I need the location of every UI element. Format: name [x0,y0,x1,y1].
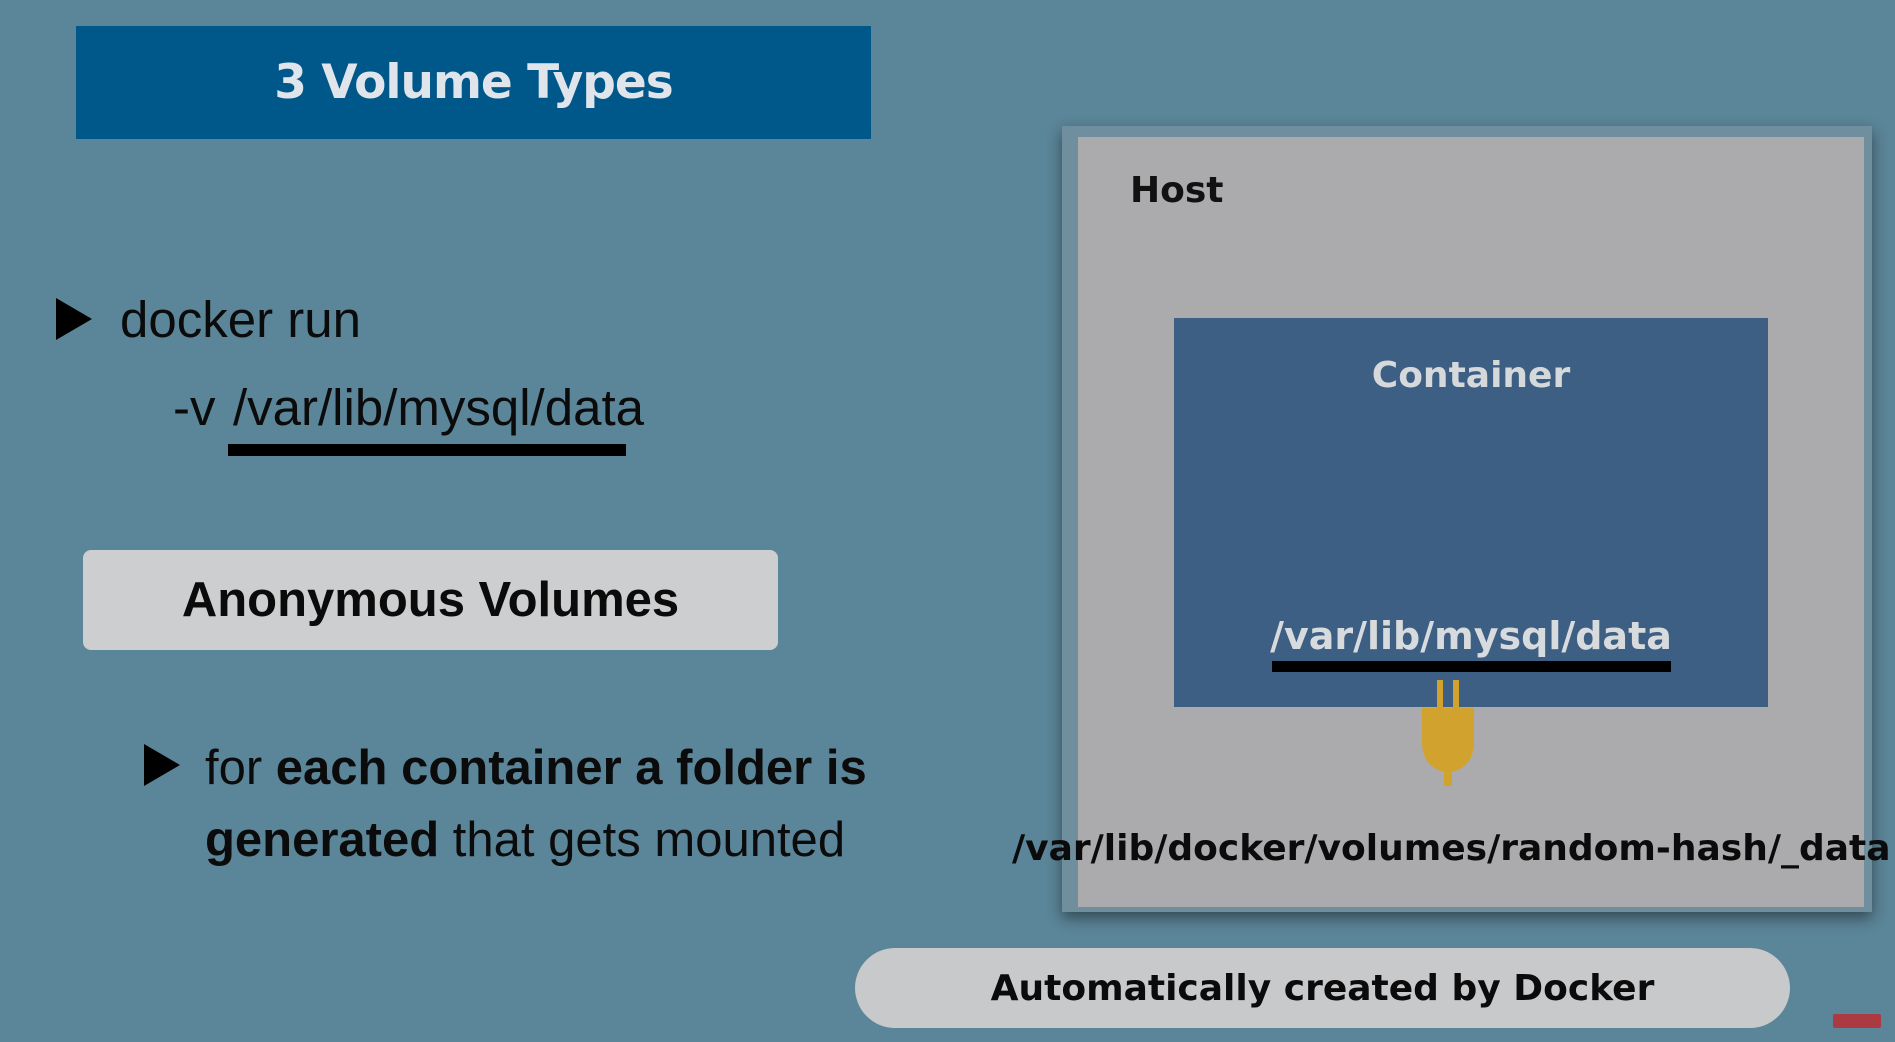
footer-note: Automatically created by Docker [990,967,1655,1009]
container-label: Container [1371,355,1571,396]
volume-type-label: Anonymous Volumes [181,573,680,627]
command-path: /var/lib/mysql/data [233,379,644,436]
description-bold: each container a folder is generated [205,741,867,867]
container-box [1174,318,1768,707]
container-path: /var/lib/mysql/data [1270,614,1672,658]
volume-description: for each container a folder is generated… [205,732,925,876]
host-path: /var/lib/docker/volumes/random-hash/_dat… [1012,828,1891,869]
footer-note-pill: Automatically created by Docker [855,948,1790,1028]
container-path-underline [1272,661,1671,672]
plug-icon [1422,680,1474,786]
command-docker-run: docker run [120,291,361,348]
description-prefix: for [205,741,276,795]
command-flag: -v [173,379,216,436]
volume-type-box: Anonymous Volumes [83,550,778,650]
subscribe-badge-icon [1833,1014,1881,1028]
command-path-underline [228,444,626,456]
title-banner: 3 Volume Types [76,26,871,139]
slide-title: 3 Volume Types [274,55,674,110]
description-suffix: that gets mounted [439,813,846,867]
bullet-arrow-icon [56,298,92,340]
bullet-arrow-icon [144,744,180,786]
host-label: Host [1130,170,1224,211]
